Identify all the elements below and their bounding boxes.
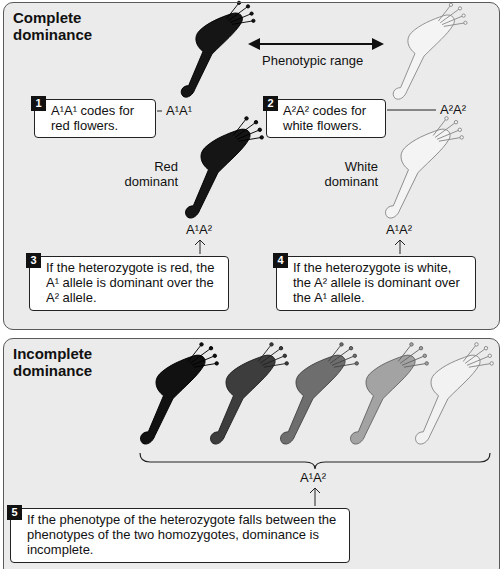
callout-text: A¹A¹ codes for red flowers. xyxy=(51,103,149,133)
callout-box: A²A² codes for white flowers. xyxy=(266,99,386,138)
panel-band: Complete dominanceA¹A¹ codes for red flo… xyxy=(3,2,500,330)
panel-ground xyxy=(3,338,500,569)
callout-box: If the heterozygote is red, the A¹ allel… xyxy=(29,256,229,311)
range-label: Phenotypic range xyxy=(262,54,363,69)
callout-text: If the phenotype of the heterozygote fal… xyxy=(27,512,343,558)
flower-label: Red dominant xyxy=(108,160,178,190)
white-flower xyxy=(385,117,463,218)
callout-number: 3 xyxy=(26,253,41,268)
panel-heading: Incomplete dominance xyxy=(13,345,131,380)
callout-text: A²A² codes for white flowers. xyxy=(283,103,379,133)
white-flower xyxy=(393,3,467,99)
bracket xyxy=(140,453,490,469)
callout-box: A¹A¹ codes for red flowers. xyxy=(34,99,156,138)
flower-shade-2 xyxy=(210,343,288,444)
panel-ground xyxy=(3,2,500,330)
genotype-label: A¹A² xyxy=(386,223,412,238)
callout-text: If the heterozygote is white, the A² all… xyxy=(293,260,469,306)
flower-shade-5 xyxy=(415,343,493,444)
genotype-label: A¹A¹ xyxy=(166,104,192,119)
callout-number: 5 xyxy=(7,505,22,520)
callout-box: If the heterozygote is white, the A² all… xyxy=(276,256,476,311)
flower-shade-3 xyxy=(280,343,358,444)
callout-number: 4 xyxy=(273,253,288,268)
panel-band: Incomplete dominance If the phenotype of … xyxy=(3,338,500,569)
genotype-label: A¹A² xyxy=(300,471,326,486)
red-flower xyxy=(185,117,263,218)
genotype-label: A¹A² xyxy=(186,223,212,238)
callout-number: 1 xyxy=(31,96,46,111)
flower-label: White dominant xyxy=(300,160,378,190)
genotype-label: A²A² xyxy=(440,103,466,118)
callout-box: If the phenotype of the heterozygote fal… xyxy=(10,508,350,563)
panel-heading: Complete dominance xyxy=(13,9,131,44)
range-arrow xyxy=(248,38,384,50)
flower-shade-1 xyxy=(140,343,218,444)
callout-text: If the heterozygote is red, the A¹ allel… xyxy=(46,260,222,306)
red-flower xyxy=(181,1,255,97)
flower-shade-4 xyxy=(350,343,428,444)
callout-number: 2 xyxy=(263,96,278,111)
